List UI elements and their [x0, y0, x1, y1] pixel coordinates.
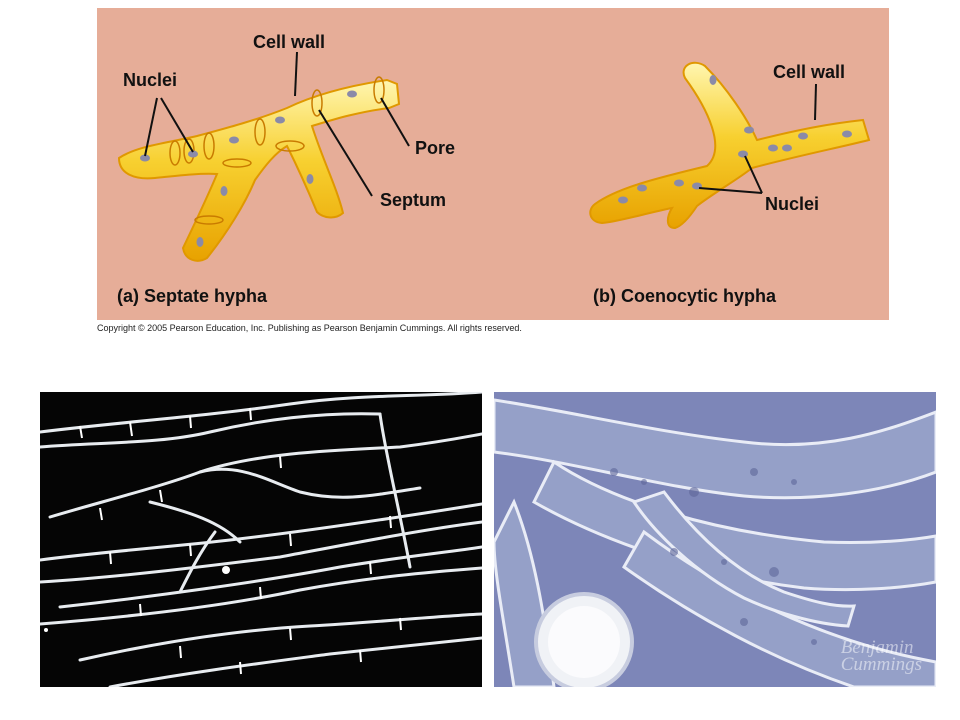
septate-hypha-illustration: Cell wall Nuclei Pore Septum (a) Septate… [117, 32, 455, 306]
coenocytic-hypha-body [589, 61, 871, 230]
septate-micrograph-image [40, 392, 482, 687]
illustration-panel: Cell wall Nuclei Pore Septum (a) Septate… [97, 8, 889, 320]
coenocytic-micrograph-image [494, 392, 936, 687]
septate-nuclei-label: Nuclei [123, 70, 177, 90]
publisher-watermark: Benjamin Cummings [840, 637, 922, 675]
septate-hypha-title: (a) Septate hypha [117, 286, 268, 306]
coenocytic-hypha-title: (b) Coenocytic hypha [593, 286, 777, 306]
copyright-notice: Copyright © 2005 Pearson Education, Inc.… [97, 323, 522, 333]
coenocytic-hypha-illustration: Cell wall Nuclei (b) Coenocytic hypha [589, 61, 871, 306]
pore-label: Pore [415, 138, 455, 158]
septate-micrograph [40, 392, 482, 687]
watermark-line-2: Cummings [840, 654, 922, 675]
septate-hypha-body [117, 78, 401, 262]
septa-rings [169, 76, 385, 225]
coenocytic-micrograph: Benjamin Cummings [494, 392, 936, 687]
septum-label: Septum [380, 190, 446, 210]
coenocytic-nuclei-label: Nuclei [765, 194, 819, 214]
septate-cell-wall-label: Cell wall [253, 32, 325, 52]
septate-leader-lines [144, 51, 410, 197]
septate-nuclei [140, 90, 357, 247]
hyphae-diagram: Cell wall Nuclei Pore Septum (a) Septate… [117, 32, 871, 306]
watermark-line-1: Benjamin [840, 637, 914, 658]
coenocytic-leader-lines [698, 83, 817, 194]
coenocytic-cell-wall-label: Cell wall [773, 62, 845, 82]
coenocytic-nuclei [618, 75, 852, 204]
